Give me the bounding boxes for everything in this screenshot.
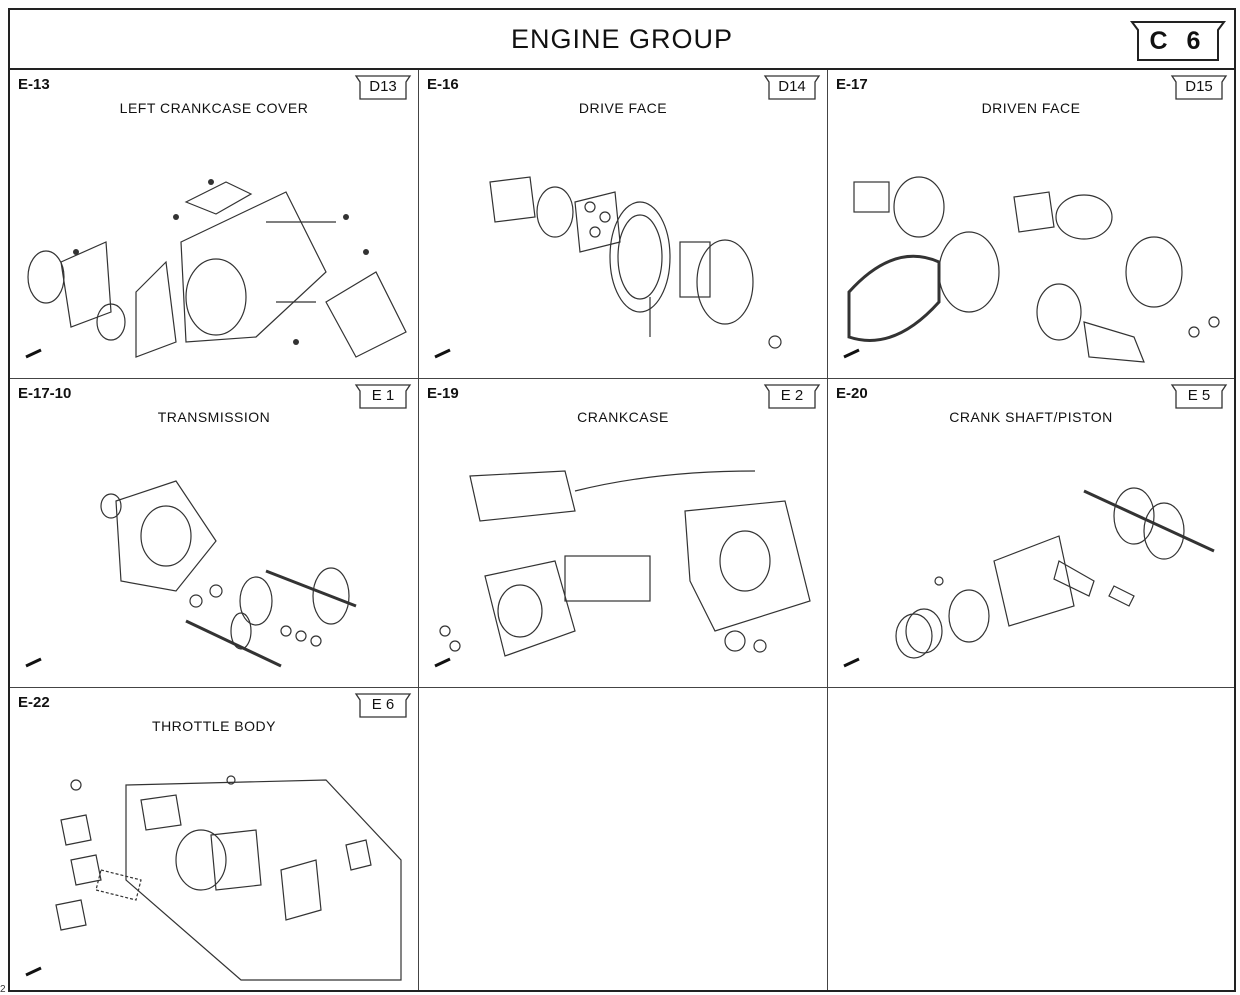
section-code: C 6: [1149, 27, 1207, 55]
page-header: ENGINE GROUP C 6: [10, 10, 1234, 70]
section-name: LEFT CRANKCASE COVER: [119, 100, 309, 116]
section-cell-crank-shaft-piston[interactable]: E-20 E 5 CRANK SHAFT/PISTON: [828, 379, 1234, 688]
crankcase-diagram: [425, 431, 820, 676]
section-name: CRANK SHAFT/PISTON: [949, 409, 1113, 425]
section-code-label: E-17: [836, 76, 868, 93]
page-edge-number: 2: [0, 984, 6, 995]
section-page-ref[interactable]: D15: [1170, 74, 1228, 100]
section-code-label: E-17-10: [18, 385, 72, 402]
section-cell-empty: [419, 688, 828, 990]
section-grid: E-13 D13 LEFT CRANKCASE COVER: [10, 70, 1234, 990]
section-name: DRIVEN FACE: [981, 100, 1081, 116]
section-page-ref[interactable]: D14: [763, 74, 821, 100]
section-page-ref[interactable]: E 5: [1170, 383, 1228, 409]
section-code-label: E-19: [427, 385, 459, 402]
section-cell-crankcase[interactable]: E-19 E 2 CRANKCASE: [419, 379, 828, 688]
section-name: DRIVE FACE: [578, 100, 668, 116]
section-cell-left-crankcase-cover[interactable]: E-13 D13 LEFT CRANKCASE COVER: [10, 70, 419, 379]
section-page-ref[interactable]: E 2: [763, 383, 821, 409]
section-code-label: E-20: [836, 385, 868, 402]
section-page-ref-label: D13: [369, 78, 397, 95]
section-page-ref[interactable]: E 6: [354, 692, 412, 718]
section-page-ref-label: E 6: [371, 696, 395, 713]
section-name: CRANKCASE: [577, 409, 669, 425]
section-code-label: E-22: [18, 694, 50, 711]
crank-shaft-piston-diagram: [834, 431, 1229, 676]
section-page-ref-label: E 5: [1187, 387, 1211, 404]
section-cell-driven-face[interactable]: E-17 D15 DRIVEN FACE: [828, 70, 1234, 379]
throttle-body-diagram: [16, 740, 411, 985]
section-name: TRANSMISSION: [157, 409, 271, 425]
section-cell-drive-face[interactable]: E-16 D14 DRIVE FACE: [419, 70, 828, 379]
section-code-tab: C 6: [1128, 18, 1228, 62]
left-crankcase-cover-diagram: [16, 122, 411, 367]
section-name: THROTTLE BODY: [152, 718, 276, 734]
drive-face-diagram: [425, 122, 820, 367]
section-page-ref-label: D14: [778, 78, 806, 95]
section-page-ref[interactable]: D13: [354, 74, 412, 100]
section-page-ref-label: E 2: [780, 387, 804, 404]
section-page-ref-label: E 1: [371, 387, 395, 404]
section-code-label: E-16: [427, 76, 459, 93]
transmission-diagram: [16, 431, 411, 676]
driven-face-diagram: [834, 122, 1229, 367]
section-cell-empty: [828, 688, 1234, 990]
catalog-page-frame: ENGINE GROUP C 6 E-13 D13 LEFT CRANKCASE…: [8, 8, 1236, 992]
page-title: ENGINE GROUP: [510, 24, 734, 54]
section-cell-transmission[interactable]: E-17-10 E 1 TRANSMISSION: [10, 379, 419, 688]
section-code-label: E-13: [18, 76, 50, 93]
section-page-ref[interactable]: E 1: [354, 383, 412, 409]
section-page-ref-label: D15: [1185, 78, 1213, 95]
section-cell-throttle-body[interactable]: E-22 E 6 THROTTLE BODY: [10, 688, 419, 990]
